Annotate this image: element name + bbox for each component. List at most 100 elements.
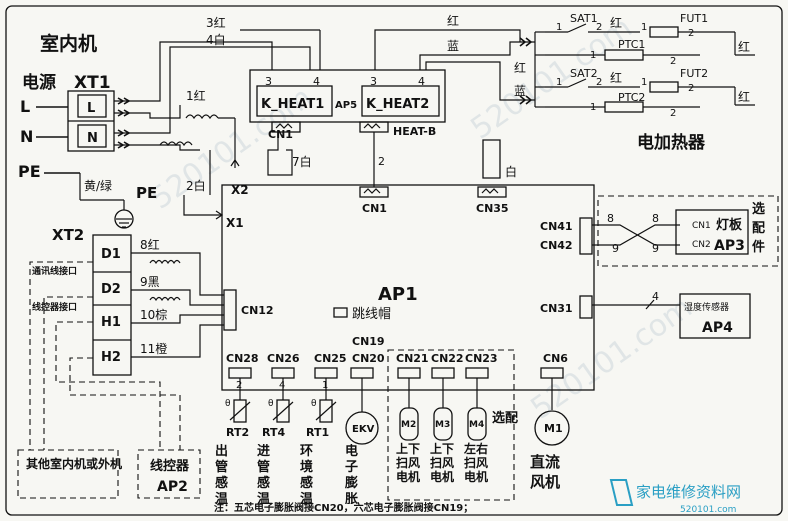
ap1-cn31: CN31 (540, 302, 573, 315)
wire-1red: 1红 (186, 88, 206, 103)
xt1-N-terminal: N (87, 131, 98, 146)
wire-white-cn35: 白 (505, 164, 517, 179)
earth-icon (114, 209, 134, 229)
m4-label: M4 (469, 420, 484, 430)
ap4-label: AP4 (702, 320, 733, 336)
ap1-cn1-connector (359, 186, 389, 198)
wire-4white: 4白 (206, 32, 226, 47)
ap1-cn20: CN20 (352, 352, 385, 365)
heater-branch-1: SAT1 1 2 红 1 FUT1 2 红 PTC1 1 2 (545, 12, 755, 67)
wire-8red: 8红 (140, 237, 160, 252)
ap1-cn42: CN42 (540, 239, 573, 252)
ap1-cn19: CN19 (352, 335, 385, 348)
ap1-board (221, 184, 595, 391)
fut1-pin2: 2 (688, 28, 694, 39)
sat2-red: 红 (610, 70, 622, 85)
rt2-thermistor-icon (229, 399, 251, 423)
ap5-cn1: CN1 (268, 128, 293, 141)
line-L-label: L (20, 97, 30, 116)
sat2-pin2: 2 (596, 77, 602, 88)
ap1-label: AP1 (378, 284, 418, 305)
wire-3red: 3红 (206, 15, 226, 30)
controller-port-label: 线控器接口 (32, 301, 77, 313)
k-heat2-label: K_HEAT2 (366, 97, 429, 112)
m2-motor-icon (399, 407, 419, 441)
wire-2white: 2白 (186, 178, 206, 193)
sat1-pin2: 2 (596, 22, 602, 33)
ap5-pin3-b: 3 (370, 75, 377, 88)
xt2-h2: H2 (101, 350, 121, 365)
ferrite-coil-1 (185, 114, 219, 120)
wire-4-ap4: 4 (652, 290, 659, 303)
ap1-cn25: CN25 (314, 352, 347, 365)
ap3-optional-label: 选配件 (752, 202, 766, 255)
motors-optional-label: 选配 (492, 410, 518, 426)
rt2-description: 出管感温包 (215, 444, 229, 504)
m4-description: 左右扫风电机 (464, 442, 489, 484)
other-units-box (17, 449, 119, 499)
wire-8a: 8 (607, 212, 614, 225)
heater-branch-2: SAT2 1 2 红 1 FUT2 2 红 PTC2 1 2 (545, 67, 755, 119)
ap1-cn26: CN26 (267, 352, 300, 365)
ap1-cn35: CN35 (476, 202, 509, 215)
xt2-label: XT2 (52, 226, 84, 244)
rt4-description: 进管感温包 (257, 444, 271, 504)
coil-d1 (149, 259, 181, 265)
m3-motor-icon (433, 407, 453, 441)
ap3-board (675, 209, 749, 255)
wire-10brown: 10棕 (140, 307, 167, 322)
sat1-red: 红 (610, 15, 622, 30)
electric-heater-title: 电加热器 (637, 132, 706, 153)
wire-9black: 9黑 (140, 275, 160, 289)
sat1-label: SAT1 (570, 12, 598, 25)
cn31-connector (579, 295, 593, 319)
m1-description: 直流风机 (530, 453, 561, 491)
rt2-theta: θ (225, 399, 231, 409)
rt4-thermistor-icon (272, 399, 294, 423)
ptc2-label: PTC2 (618, 91, 645, 104)
ap3-optional-box (597, 195, 779, 267)
m1-label: M1 (544, 422, 563, 435)
ekv-valve-icon (345, 411, 379, 445)
jumper-cap-label: 跳线帽 (352, 306, 391, 322)
pe-ground-label: PE (136, 184, 157, 202)
ap1-cn21: CN21 (396, 352, 429, 365)
wire-9a: 9 (612, 242, 619, 255)
rt2-label: RT2 (226, 426, 249, 439)
x1-terminal: X1 (226, 216, 244, 230)
controller-box (137, 449, 201, 499)
pe-label: PE (18, 162, 41, 181)
logo-text: 家电维修资料网 (636, 483, 741, 501)
fut2-pin1: 1 (641, 77, 647, 88)
m2-label: M2 (401, 420, 416, 430)
cn41-42-connector (579, 217, 593, 255)
sat2-pin1: 1 (556, 77, 562, 88)
m3-label: M3 (435, 420, 450, 430)
comm-port-label: 通讯线接口 (32, 265, 77, 277)
ap5-pin3-a: 3 (265, 75, 272, 88)
rt1-thermistor-icon (315, 399, 337, 423)
ekv-label: EKV (352, 424, 375, 435)
site-logo: 家电维修资料网 520101.com (609, 479, 741, 515)
m2-description: 上下扫风电机 (396, 442, 421, 484)
ap4-board (679, 293, 751, 339)
ap1-cn35-connector (477, 186, 507, 198)
outer-frame (5, 5, 783, 516)
ekv-description: 电子膨胀阀 (345, 444, 359, 504)
heater-out2: 红 (738, 89, 750, 104)
xt1-label: XT1 (74, 73, 111, 93)
xt2-d1: D1 (101, 247, 121, 262)
ap5-heat-b: HEAT-B (393, 125, 436, 138)
fut2-label: FUT2 (680, 67, 708, 80)
ap1-cn12: CN12 (241, 304, 274, 317)
humidity-sensor-label: 湿度传感器 (684, 301, 729, 313)
ap5-label: AP5 (335, 100, 357, 111)
rt1-theta: θ (311, 399, 317, 409)
k-heat1-label: K_HEAT1 (261, 97, 324, 112)
ap1-cn22: CN22 (431, 352, 464, 365)
wire-red-top: 红 (447, 13, 459, 28)
rt2-pin: 2 (236, 380, 242, 391)
rt1-description: 环境感温包 (300, 444, 314, 504)
rt4-label: RT4 (262, 426, 285, 439)
